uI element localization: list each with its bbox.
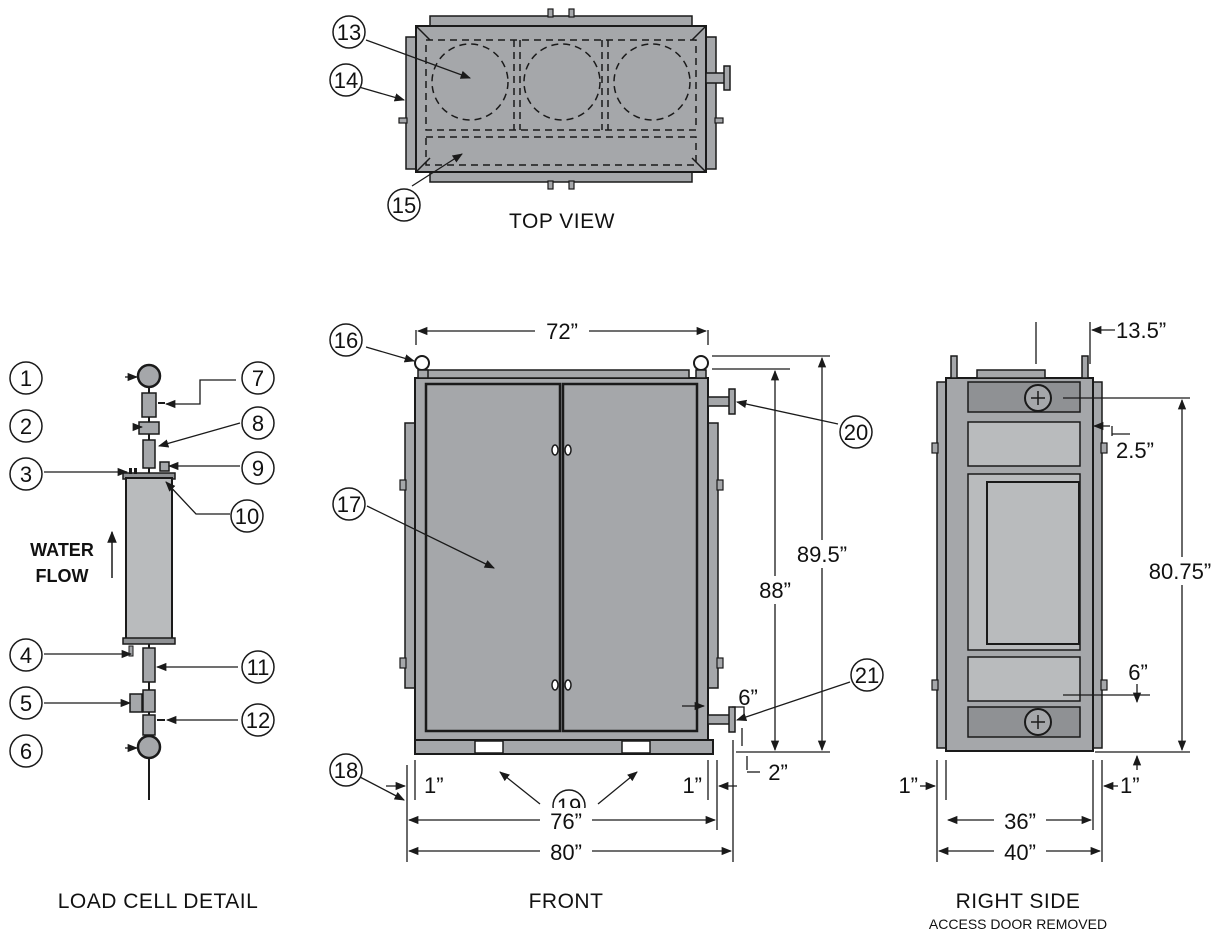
top-pipe-flange [723,65,731,91]
callout-17: 17 [332,487,366,521]
water-flow-label-2: FLOW [36,566,89,586]
svg-text:21: 21 [855,663,879,688]
dim-2-5: 2.5” [1116,438,1154,463]
front-lifting-eye-right [693,355,709,371]
callout-4: 4 [9,638,43,672]
callout-1: 1 [9,361,43,395]
lc-cylinder [125,477,173,641]
svg-text:20: 20 [844,420,868,445]
lc-bottom-flange [136,734,162,760]
top-element-bay [425,39,697,131]
label-front: FRONT [529,890,604,913]
svg-text:12: 12 [246,708,270,733]
svg-text:15: 15 [392,193,416,218]
callout-11: 11 [241,650,275,684]
fork-pocket-left [474,740,504,754]
front-door-right [561,382,699,733]
svg-text:7: 7 [252,366,264,391]
right-side-view [931,355,1108,752]
callout-3: 3 [9,457,43,491]
svg-text:8: 8 [252,411,264,436]
front-door-left [424,382,562,733]
dim-80: 80” [550,840,582,865]
callout-21: 21 [850,658,884,692]
dim-side-6: 6” [1128,660,1148,685]
dim-76: 76” [550,809,582,834]
svg-text:16: 16 [334,328,358,353]
label-load-cell-detail: LOAD CELL DETAIL [58,890,259,913]
callout-7: 7 [241,361,275,395]
dim-side-right-1: 1” [1120,773,1140,798]
svg-text:14: 14 [334,68,358,93]
dim-36: 36” [1004,809,1036,834]
callout-20: 20 [839,415,873,449]
label-right-side: RIGHT SIDE [956,890,1081,913]
svg-text:1: 1 [20,366,32,391]
side-top-flange-plate [967,381,1081,413]
dimension-texts: 72” 89.5” 88” 6” 2” 1” 1” 76” 80” 13.5” … [424,318,1224,865]
front-lifting-eye-left [414,355,430,371]
label-top-view: TOP VIEW [509,210,615,233]
dim-front-2: 2” [768,760,788,785]
side-panel-upper [967,421,1081,467]
svg-text:9: 9 [252,456,264,481]
fork-pocket-right [621,740,651,754]
svg-text:6: 6 [20,739,32,764]
svg-text:5: 5 [20,691,32,716]
front-pipe-top [707,396,731,407]
view-labels: TOP VIEW LOAD CELL DETAIL FRONT RIGHT SI… [58,210,1107,932]
svg-text:10: 10 [235,504,259,529]
callout-14: 14 [329,63,363,97]
dim-front-left-1: 1” [424,773,444,798]
callout-15: 15 [387,188,421,222]
dim-13-5: 13.5” [1116,318,1166,343]
water-flow-label-1: WATER [30,540,94,560]
svg-text:4: 4 [20,643,32,668]
dim-89-5: 89.5” [797,542,847,567]
top-control-compartment [425,136,697,166]
top-pipe [705,72,727,84]
top-cabinet-body [415,25,707,173]
dimension-lines [44,39,1190,862]
svg-text:18: 18 [334,758,358,783]
svg-text:11: 11 [247,655,270,680]
dim-front-right-1: 1” [682,773,702,798]
callout-13: 13 [332,15,366,49]
svg-text:2: 2 [20,414,32,439]
callout-10: 10 [230,499,264,533]
load-cell-detail: WATER FLOW [30,363,176,800]
dim-side-left-1: 1” [898,773,918,798]
top-element-circle-2 [523,43,601,121]
svg-text:3: 3 [20,462,32,487]
dim-40: 40” [1004,840,1036,865]
side-heater-element [986,481,1080,645]
dim-88: 88” [759,578,791,603]
front-skid [414,739,714,755]
top-element-circle-3 [613,43,691,121]
front-view [399,355,736,755]
lc-top-flange [136,363,162,389]
label-access-door-removed: ACCESS DOOR REMOVED [929,916,1107,932]
callout-8: 8 [241,406,275,440]
callout-9: 9 [241,451,275,485]
svg-text:17: 17 [337,492,361,517]
callout-6: 6 [9,734,43,768]
top-view [398,8,731,190]
side-panel-lower [967,656,1081,702]
top-element-circle-1 [431,43,509,121]
callout-12: 12 [241,703,275,737]
svg-text:13: 13 [337,20,361,45]
dim-80-75: 80.75” [1149,559,1211,584]
callouts: 1 2 3 4 5 6 7 8 9 10 11 12 13 14 15 16 1… [9,15,884,823]
callout-18: 18 [329,753,363,787]
dim-front-6: 6” [738,685,758,710]
callout-2: 2 [9,409,43,443]
callout-16: 16 [329,323,363,357]
dim-72: 72” [546,319,578,344]
front-pipe-bottom [707,714,731,725]
callout-5: 5 [9,686,43,720]
